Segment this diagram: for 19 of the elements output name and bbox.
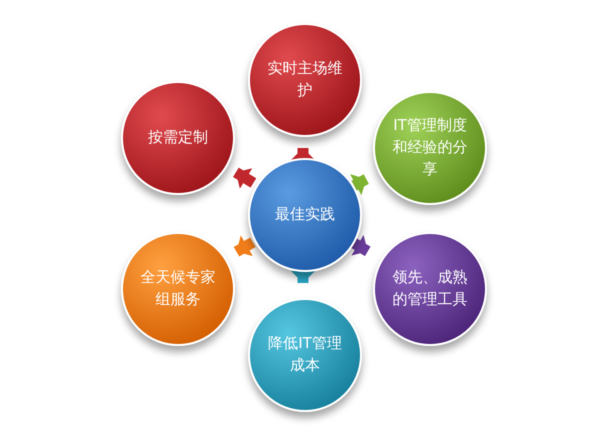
node-label: 领先、成熟的管理工具 [392,267,468,310]
node-label: 按需定制 [147,127,209,148]
arrow [291,271,315,283]
circle-node [248,158,362,272]
circle-node [373,232,487,346]
circle-node [121,81,235,195]
node-label: 最佳实践 [274,204,336,226]
arrow [233,168,256,189]
circle-node [248,298,362,412]
node-label: IT管理制度和经验的分享 [392,115,468,180]
node-label: 降低IT管理成本 [267,333,343,376]
arrow [291,148,315,160]
circle-node [373,91,487,205]
node-label: 全天候专家组服务 [140,267,216,310]
node-label: 实时主场维护 [266,58,344,101]
arrow [350,174,369,196]
circle-node [248,23,362,137]
arrow [234,235,256,257]
circle-node [121,232,235,346]
